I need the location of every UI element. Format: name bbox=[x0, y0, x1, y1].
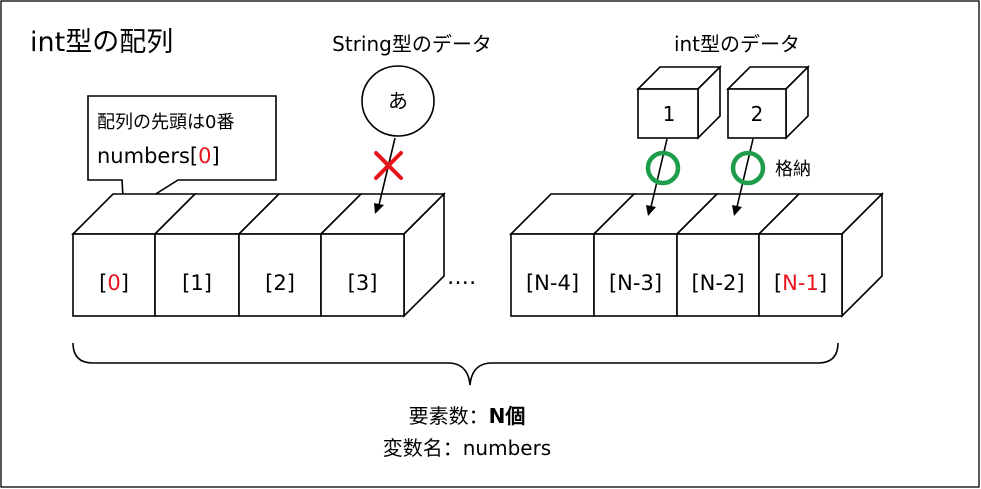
left-block-cell-index-0: 0 bbox=[107, 271, 120, 295]
callout-line2-suffix: ] bbox=[211, 144, 219, 168]
callout-line1: 配列の先頭は0番 bbox=[97, 112, 234, 133]
right-block-cell-0 bbox=[510, 233, 595, 317]
int-data-label: int型のデータ bbox=[674, 32, 800, 56]
left-block-cell-label-2: [2] bbox=[265, 271, 295, 295]
left-block-cell-index-1: 1 bbox=[190, 271, 203, 295]
right-block-cell-bracket-close-2: ] bbox=[736, 271, 744, 295]
left-block-cell-bracket-open-0: [ bbox=[99, 271, 107, 295]
left-block-cell-3 bbox=[320, 233, 405, 317]
int-arrow-1-line bbox=[650, 138, 668, 208]
int-data-box-2-front bbox=[727, 88, 787, 139]
right-block-cell-label-3: [N-1] bbox=[774, 271, 827, 295]
int-data-group: int型のデータ 1 2 格納 bbox=[636, 32, 811, 216]
element-count-value: N個 bbox=[489, 404, 526, 428]
int-arrow-1-head bbox=[646, 205, 656, 216]
string-data-label: String型のデータ bbox=[332, 32, 492, 56]
callout-bubble: 配列の先頭は0番 numbers[0] bbox=[87, 95, 277, 216]
right-block-cell-bracket-open-0: [ bbox=[526, 271, 534, 295]
element-count-prefix: 要素数： bbox=[409, 404, 489, 428]
right-block-cell-2 bbox=[676, 233, 760, 317]
int-data-box-1-value: 1 bbox=[663, 102, 676, 126]
left-block-cell-index-2: 2 bbox=[273, 271, 286, 295]
variable-name-text: 変数名：numbers bbox=[383, 436, 551, 460]
left-block-cell-1 bbox=[154, 233, 240, 317]
left-block-cell-label-1: [1] bbox=[182, 271, 212, 295]
array-block-right: [N-4][N-3][N-2][N-1] bbox=[509, 192, 884, 318]
callout-line2-index: 0 bbox=[198, 144, 211, 168]
element-count-text: 要素数：N個 bbox=[409, 404, 526, 428]
right-block-cell-label-2: [N-2] bbox=[691, 271, 744, 295]
right-block-cell-index-3: N-1 bbox=[782, 271, 819, 295]
left-block-cell-bracket-close-3: ] bbox=[369, 271, 377, 295]
right-block-cell-bracket-open-2: [ bbox=[691, 271, 699, 295]
left-block-cell-index-3: 3 bbox=[356, 271, 369, 295]
string-data-circle bbox=[361, 65, 435, 137]
element-count-brace bbox=[72, 342, 839, 386]
ellipsis-text: ‥‥ bbox=[447, 265, 476, 290]
callout-line2: numbers[0] bbox=[97, 144, 220, 168]
right-block-cell-1 bbox=[593, 233, 678, 317]
int-store-label: 格納 bbox=[775, 159, 811, 180]
left-block-cell-bracket-close-0: ] bbox=[121, 271, 129, 295]
array-block-left: [0][1][2][3] bbox=[71, 192, 446, 318]
right-block-cell-bracket-close-3: ] bbox=[819, 271, 827, 295]
left-block-cell-bracket-open-2: [ bbox=[265, 271, 273, 295]
left-block-cell-label-0: [0] bbox=[99, 271, 129, 295]
circle-ok-icon bbox=[645, 150, 681, 186]
string-data-group: String型のデータ あ bbox=[332, 32, 492, 214]
right-block-cell-bracket-close-1: ] bbox=[654, 271, 662, 295]
cross-icon-stroke-b bbox=[374, 151, 403, 180]
right-block-cell-3 bbox=[758, 233, 843, 317]
int-data-box-2: 2 bbox=[726, 65, 810, 140]
right-block-cell-bracket-open-1: [ bbox=[609, 271, 617, 295]
int-arrow-2-head bbox=[732, 205, 742, 216]
right-block-cell-index-0: N-4 bbox=[534, 271, 571, 295]
right-block-cell-bracket-close-0: ] bbox=[571, 271, 579, 295]
int-data-box-1-front bbox=[637, 88, 699, 139]
right-block-cell-index-2: N-2 bbox=[700, 271, 737, 295]
callout-line2-prefix: numbers[ bbox=[97, 144, 198, 168]
right-block-cell-bracket-open-3: [ bbox=[774, 271, 782, 295]
string-data-value: あ bbox=[388, 89, 408, 113]
variable-name-prefix: 変数名： bbox=[383, 436, 463, 460]
string-arrow-line bbox=[378, 137, 396, 206]
cross-icon bbox=[374, 151, 403, 180]
left-block-cell-bracket-close-2: ] bbox=[287, 271, 295, 295]
right-block-cell-index-1: N-3 bbox=[617, 271, 654, 295]
int-data-box-1: 1 bbox=[636, 65, 722, 140]
left-block-cell-bracket-open-3: [ bbox=[348, 271, 356, 295]
diagram-title: int型の配列 bbox=[30, 27, 173, 58]
int-arrow-2-line bbox=[736, 138, 754, 208]
left-block-cell-bracket-open-1: [ bbox=[182, 271, 190, 295]
right-block-cell-label-1: [N-3] bbox=[609, 271, 662, 295]
left-block-cell-label-3: [3] bbox=[348, 271, 378, 295]
string-arrow-head bbox=[374, 203, 384, 214]
variable-name-value: numbers bbox=[463, 436, 551, 460]
left-block-cell-bracket-close-1: ] bbox=[204, 271, 212, 295]
int-data-box-2-value: 2 bbox=[751, 102, 764, 126]
right-block-cell-label-0: [N-4] bbox=[526, 271, 579, 295]
circle-ok-icon bbox=[730, 150, 766, 186]
